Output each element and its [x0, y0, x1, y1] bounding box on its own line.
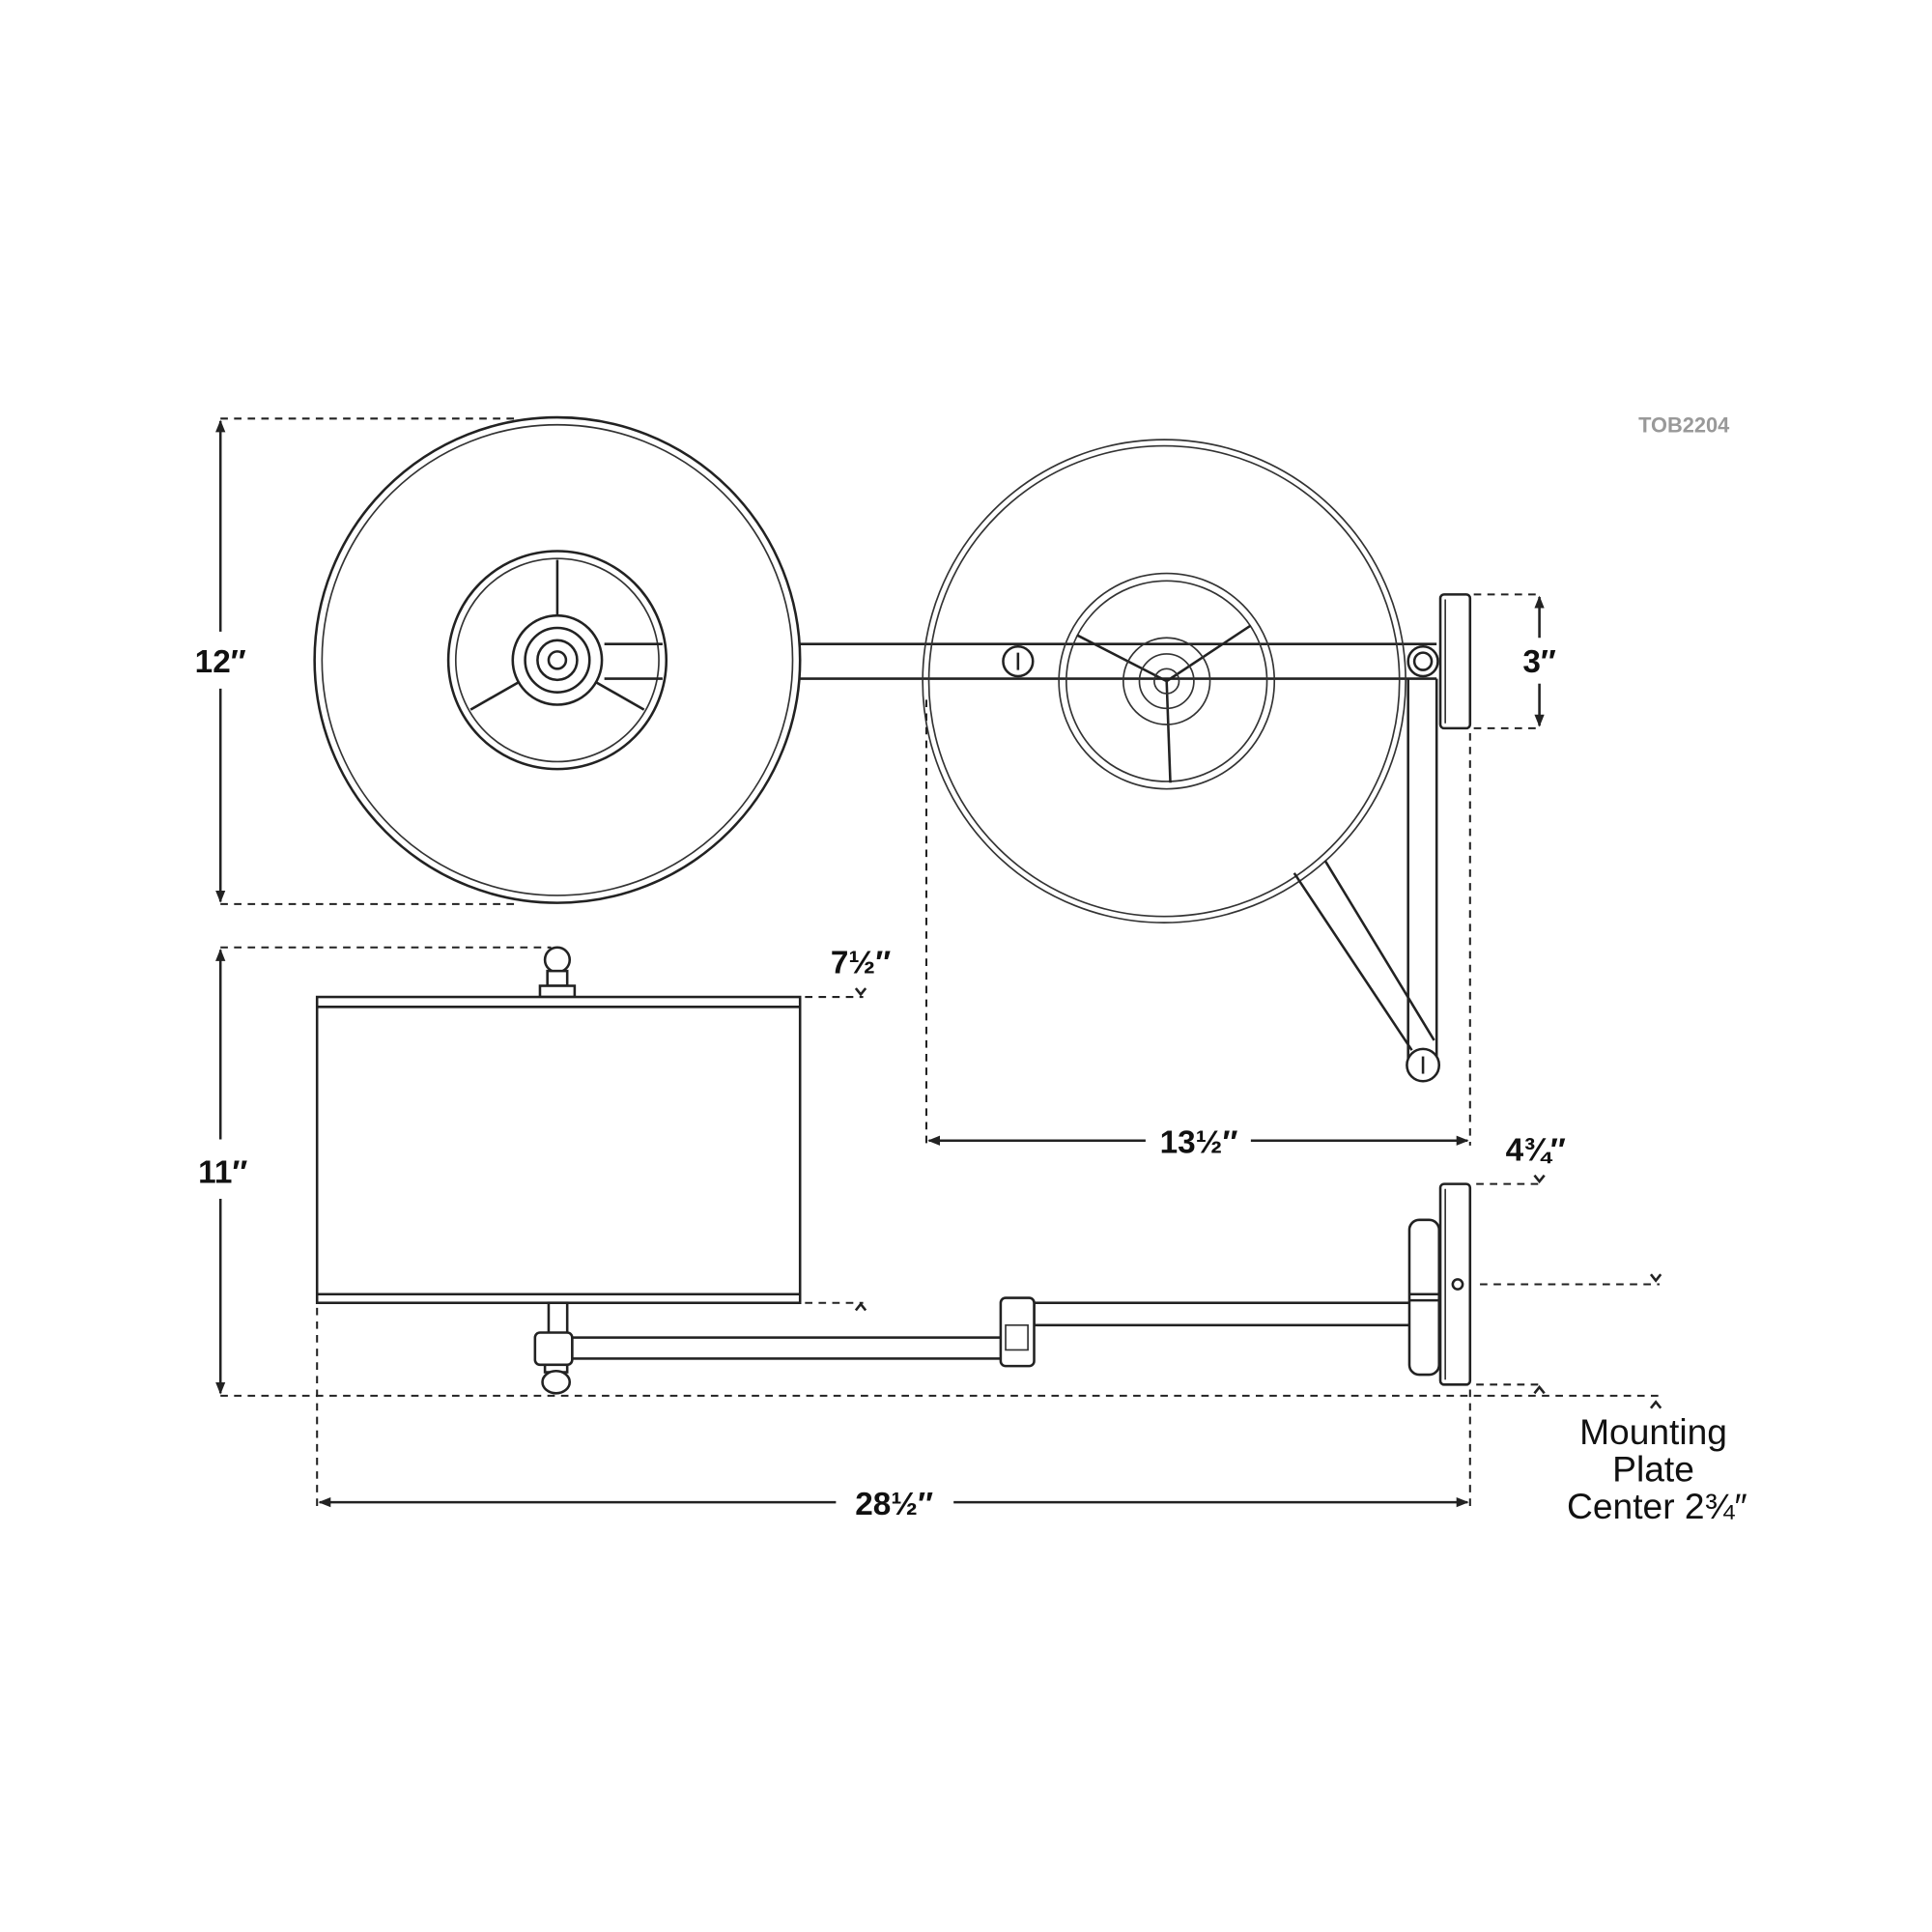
dim-mounting-center: Mounting Plate Center 2¾″: [1480, 1273, 1747, 1526]
arm-knuckle: [1002, 644, 1035, 678]
top-view: [313, 415, 1472, 1083]
dim-7-5: 7½″: [805, 946, 891, 1312]
dim-label-backplate-width: 3″: [1522, 644, 1556, 680]
left-shade-top: [313, 415, 802, 904]
dim-3: 3″: [1473, 593, 1556, 729]
right-shade-top: [922, 439, 1406, 923]
dim-4-75: 4¾″: [1476, 1132, 1566, 1395]
dim-label-shade-diameter: 12″: [195, 644, 246, 680]
wall-joint: [1406, 644, 1439, 678]
dim-label-overall-height: 11″: [198, 1154, 247, 1190]
dim-label-arm-extension: 13½″: [1160, 1125, 1238, 1161]
shade-side: [315, 995, 802, 1304]
mounting-note-line3: Center 2¾″: [1567, 1486, 1747, 1526]
dim-12: 12″: [195, 417, 515, 905]
stem: [547, 1301, 569, 1337]
upper-arm: [1033, 1301, 1420, 1327]
dim-label-overall-extension: 28½″: [855, 1487, 933, 1522]
backplate-top: [1438, 593, 1472, 730]
mounting-screw: [1451, 1278, 1464, 1291]
model-code: TOB2204: [1638, 412, 1729, 437]
dim-label-shade-height: 7½″: [831, 946, 891, 981]
shade-swivel: [533, 1331, 574, 1367]
mounting-note-line2: Plate: [1612, 1448, 1694, 1489]
elbow-joint: [999, 1296, 1036, 1368]
backplate-side: [1438, 1182, 1472, 1386]
dim-28-5: 28½″: [316, 1307, 1471, 1522]
finial-top: [538, 946, 577, 999]
finial-bottom: [541, 1363, 572, 1395]
dim-label-backplate-height: 4¾″: [1506, 1132, 1566, 1168]
mounting-note-line1: Mounting: [1579, 1411, 1727, 1452]
wall-hinge: [1407, 1218, 1441, 1377]
lower-arm: [571, 1336, 1005, 1360]
dim-11: 11″: [198, 946, 1660, 1397]
folded-arm: [1293, 678, 1441, 1083]
side-view: [315, 946, 1472, 1395]
dim-13-5: 13½″: [924, 699, 1471, 1161]
